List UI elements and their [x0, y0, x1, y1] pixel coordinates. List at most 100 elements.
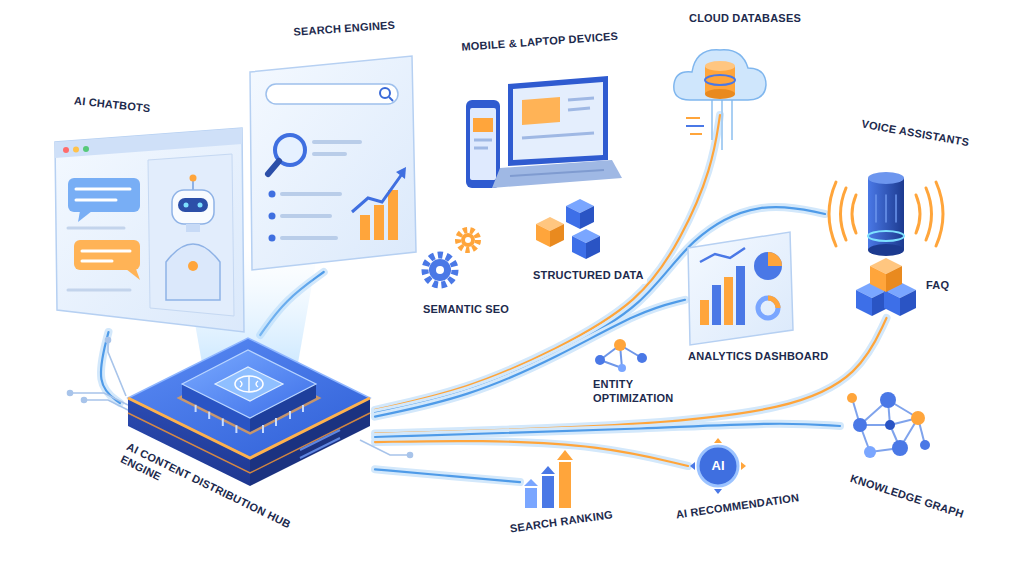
- dashboard-window: [754, 252, 782, 280]
- hub-chip-illustration: [262, 425, 264, 433]
- phone-laptop-icon: [568, 108, 590, 110]
- entity-network-icon: [618, 364, 626, 372]
- entity-icon: ENTITY OPTIMIZATION: [590, 335, 652, 375]
- dashboard-window: [758, 298, 778, 318]
- ranking-bars-icon: [557, 450, 573, 460]
- node-label: VOICE ASSISTANTS: [857, 116, 973, 151]
- cubes-icon: STRUCTURED DATA: [528, 198, 608, 262]
- phone-laptop-icon: [473, 118, 493, 132]
- faq-icon: FAQ: [855, 256, 918, 318]
- node-label: ENTITY OPTIMIZATION: [590, 377, 700, 407]
- graph-icon: KNOWLEDGE GRAPH: [840, 390, 940, 462]
- gears-icon: [425, 255, 455, 285]
- gears-icon: SEMANTIC SEO: [418, 222, 490, 298]
- phone-laptop-icon: [522, 133, 594, 138]
- dashboard-window: [688, 232, 793, 345]
- cloud-database-icon: [731, 100, 733, 140]
- dashboard-window: [768, 298, 778, 308]
- node-label: MOBILE & LAPTOP DEVICES: [458, 29, 622, 56]
- chatbot-window: [190, 175, 197, 182]
- hub-chip-illustration: [208, 412, 210, 419]
- chatbot-window: [82, 260, 112, 263]
- circuit-traces: [82, 398, 87, 403]
- knowledge-graph-icon: [892, 440, 908, 456]
- smart-speaker-icon: [926, 188, 932, 240]
- cloud-database-icon: [721, 100, 723, 150]
- phone-laptop-icon: [492, 160, 622, 188]
- search-window: [282, 214, 330, 218]
- phone-laptop-icon: [474, 147, 488, 150]
- gears-icon: [436, 266, 444, 274]
- knowledge-graph-icon: [847, 392, 930, 458]
- recommend-icon: AIAI RECOMMENDATION: [688, 438, 748, 494]
- phone-laptop-icon: [568, 98, 594, 100]
- circuit-traces: [106, 338, 111, 343]
- chatbot-window: [184, 203, 189, 208]
- entity-network-icon: [595, 339, 647, 372]
- faq-cubes-icon: [884, 290, 900, 316]
- chatbot-window: [76, 188, 130, 191]
- dashboard-window: [768, 252, 782, 266]
- search-window: [314, 152, 345, 156]
- smart-speaker-icon: [841, 188, 847, 240]
- smart-speaker-icon: [868, 231, 904, 241]
- knowledge-graph-icon: [911, 411, 925, 425]
- smart-speaker-icon: [852, 195, 856, 233]
- devices-icon: MOBILE & LAPTOP DEVICES: [460, 72, 625, 192]
- dashboard-window: [712, 285, 721, 325]
- cloud-database-icon: [690, 133, 702, 135]
- cloud-database-icon: [705, 61, 735, 71]
- node-label: SEARCH ENGINES: [290, 17, 399, 40]
- chatbot-window: [188, 261, 198, 271]
- chatbot-window: [186, 224, 200, 232]
- knowledge-graph-icon: [853, 418, 867, 432]
- hub-chip-illustration: [222, 418, 224, 426]
- chatbot-window: [73, 147, 79, 153]
- recommendation-icon: [714, 438, 722, 443]
- hub-chip-illustration: [215, 367, 283, 401]
- search-window: [250, 56, 416, 270]
- node-label: STRUCTURED DATA: [530, 268, 647, 284]
- cloud-database-icon: [711, 100, 713, 140]
- chatbot-window: [166, 244, 220, 300]
- smart-speaker-icon: [868, 244, 904, 256]
- chatbot-window: [68, 178, 140, 212]
- gears-icon: [458, 230, 478, 250]
- search-window: [266, 84, 398, 104]
- node-label: AI RECOMMENDATION: [672, 490, 803, 524]
- faq-cubes-icon: [856, 290, 872, 316]
- search-panel: SEARCH ENGINES: [245, 55, 420, 272]
- icon-text: AI: [712, 458, 725, 474]
- ranking-bars-icon: [542, 476, 554, 508]
- hub-chip-illustration: [235, 376, 263, 392]
- smart-speaker-icon: [829, 182, 836, 246]
- node-label: SEMANTIC SEO: [420, 302, 512, 318]
- connector-group: [375, 207, 825, 413]
- search-window: [269, 213, 276, 220]
- search-window: [314, 140, 360, 144]
- smart-speaker-icon: [916, 195, 920, 233]
- search-window: [269, 191, 276, 198]
- circuit-traces: [84, 400, 132, 412]
- dashboard-window: [700, 300, 709, 325]
- ranking-icon: SEARCH RANKING: [520, 448, 580, 510]
- connector: [375, 207, 825, 413]
- search-window: [388, 190, 398, 240]
- cloud-database-icon: [686, 117, 700, 119]
- chatbot-panel: AI CHATBOTS: [50, 125, 245, 332]
- node-label: AI CHATBOTS: [70, 93, 154, 117]
- node-label: CLOUD DATABASES: [686, 11, 804, 27]
- knowledge-graph-icon: [885, 420, 895, 430]
- hub-chip-illustration: [240, 376, 258, 392]
- smart-speaker-icon: [936, 182, 943, 246]
- hub-chip-illustration: [289, 411, 291, 419]
- node-label: ANALYTICS DASHBOARD: [685, 349, 831, 365]
- chatbot-window: [74, 240, 140, 270]
- ranking-bars-icon: [559, 462, 571, 508]
- search-window: [360, 215, 370, 240]
- phone-laptop-icon: [510, 170, 604, 176]
- cloud-database-icon: [674, 50, 766, 100]
- gears-icon: [461, 233, 475, 247]
- ranking-bars-icon: [524, 479, 538, 486]
- search-window: [282, 192, 340, 196]
